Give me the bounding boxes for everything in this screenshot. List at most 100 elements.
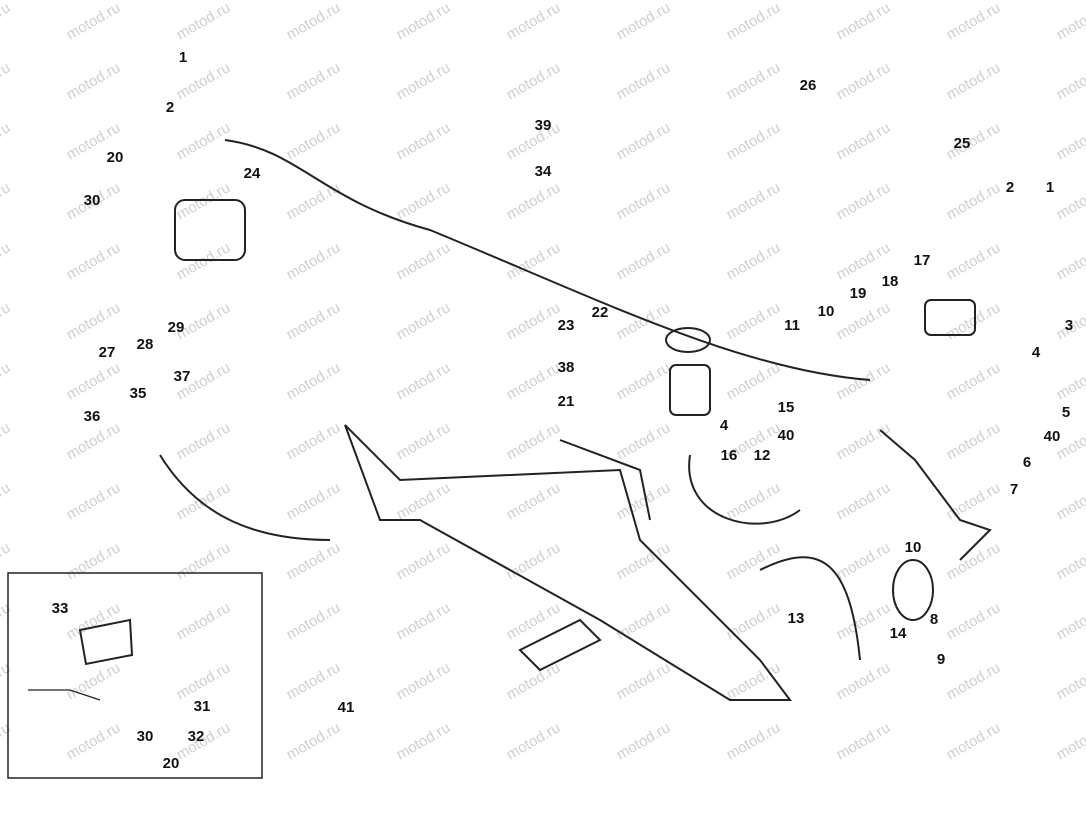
watermark-text: motod.ru	[64, 59, 124, 103]
callout-20: 20	[107, 149, 124, 166]
watermark-text: motod.ru	[174, 539, 234, 583]
watermark-text: motod.ru	[174, 599, 234, 643]
watermark-text: motod.ru	[0, 719, 13, 763]
watermark-text: motod.ru	[64, 479, 124, 523]
watermark-text: motod.ru	[724, 479, 784, 523]
watermark-text: motod.ru	[834, 479, 894, 523]
watermark-text: motod.ru	[284, 599, 344, 643]
watermark-text: motod.ru	[394, 299, 454, 343]
watermark-text: motod.ru	[504, 179, 564, 223]
master-cylinder	[924, 299, 976, 336]
callout-3: 3	[1065, 317, 1073, 334]
watermark-text: motod.ru	[614, 239, 674, 283]
watermark-text: motod.ru	[944, 299, 1004, 343]
watermark-text: motod.ru	[64, 239, 124, 283]
callout-28: 28	[137, 336, 154, 353]
watermark-text: motod.ru	[394, 239, 454, 283]
watermark-text: motod.ru	[944, 119, 1004, 163]
watermark-text: motod.ru	[724, 539, 784, 583]
callout-23: 23	[558, 317, 575, 334]
watermark-text: motod.ru	[724, 599, 784, 643]
callout-13: 13	[788, 610, 805, 627]
callout-30: 30	[84, 192, 101, 209]
brake-pedal	[879, 429, 992, 561]
callout-31: 31	[194, 698, 211, 715]
callout-14: 14	[890, 625, 907, 642]
watermark-text: motod.ru	[504, 479, 564, 523]
watermark-text: motod.ru	[834, 719, 894, 763]
watermark-text: motod.ru	[64, 539, 124, 583]
callout-2: 2	[166, 99, 174, 116]
watermark-text: motod.ru	[834, 299, 894, 343]
callout-38: 38	[558, 359, 575, 376]
footpeg	[518, 618, 602, 672]
callout-4: 4	[720, 417, 729, 434]
callout-15: 15	[778, 399, 795, 416]
fluid-reservoir	[669, 364, 711, 416]
watermark-text: motod.ru	[284, 239, 344, 283]
watermark-text: motod.ru	[614, 659, 674, 703]
watermark-text: motod.ru	[0, 479, 13, 523]
callout-12: 12	[754, 447, 771, 464]
watermark-text: motod.ru	[834, 539, 894, 583]
callout-22: 22	[592, 304, 609, 321]
watermark-text: motod.ru	[944, 419, 1004, 463]
watermark-text: motod.ru	[0, 539, 13, 583]
watermark-text: motod.ru	[944, 479, 1004, 523]
watermark-text: motod.ru	[504, 419, 564, 463]
watermark-text: motod.ru	[614, 179, 674, 223]
watermark-text: motod.ru	[0, 0, 13, 43]
watermark-text: motod.ru	[284, 479, 344, 523]
watermark-text: motod.ru	[834, 659, 894, 703]
watermark-text: motod.ru	[174, 0, 234, 43]
reservoir-hose	[688, 454, 801, 525]
callout-26: 26	[800, 77, 817, 94]
brake-hose	[224, 139, 871, 381]
watermark-text: motod.ru	[834, 119, 894, 163]
watermark-text: motod.ru	[724, 119, 784, 163]
callout-24: 24	[244, 165, 261, 182]
watermark-text: motod.ru	[944, 59, 1004, 103]
watermark-text: motod.ru	[944, 599, 1004, 643]
callout-27: 27	[99, 344, 116, 361]
watermark-text: motod.ru	[1054, 0, 1086, 43]
watermark-text: motod.ru	[1054, 719, 1086, 763]
watermark-layer: motod.ru motod.ru motod.ru motod.ru motod.ru…	[0, 0, 1086, 763]
callout-25: 25	[954, 135, 971, 152]
inset-box	[7, 572, 263, 779]
watermark-text: motod.ru	[284, 299, 344, 343]
watermark-text: motod.ru	[614, 539, 674, 583]
watermark-text: motod.ru	[284, 179, 344, 223]
callout-16: 16	[721, 447, 738, 464]
watermark-text: motod.ru	[1054, 659, 1086, 703]
watermark-text: motod.ru	[504, 239, 564, 283]
callout-32: 32	[188, 728, 205, 745]
watermark-text: motod.ru	[394, 359, 454, 403]
watermark-text: motod.ru	[834, 0, 894, 43]
watermark-text: motod.ru	[394, 0, 454, 43]
brake-pads	[78, 618, 134, 666]
watermark-text: motod.ru	[284, 119, 344, 163]
watermark-text: motod.ru	[64, 299, 124, 343]
callout-11: 11	[784, 317, 800, 334]
callout-6: 6	[1023, 454, 1031, 471]
watermark-text: motod.ru	[614, 59, 674, 103]
watermark-text: motod.ru	[284, 659, 344, 703]
watermark-text: motod.ru	[0, 599, 13, 643]
reservoir-cap	[665, 327, 711, 353]
watermark-text: motod.ru	[394, 659, 454, 703]
watermark-text: motod.ru	[724, 719, 784, 763]
watermark-text: motod.ru	[0, 419, 13, 463]
watermark-text: motod.ru	[1054, 119, 1086, 163]
watermark-text: motod.ru	[504, 539, 564, 583]
callout-37: 37	[174, 368, 191, 385]
main-frame	[344, 424, 792, 701]
callout-1: 1	[1046, 179, 1054, 196]
sensor-wire	[159, 454, 331, 541]
watermark-text: motod.ru	[834, 179, 894, 223]
watermark-text: motod.ru	[64, 659, 124, 703]
callout-20: 20	[163, 755, 180, 772]
watermark-text: motod.ru	[944, 179, 1004, 223]
watermark-text: motod.ru	[944, 359, 1004, 403]
callout-4: 4	[1032, 344, 1041, 361]
